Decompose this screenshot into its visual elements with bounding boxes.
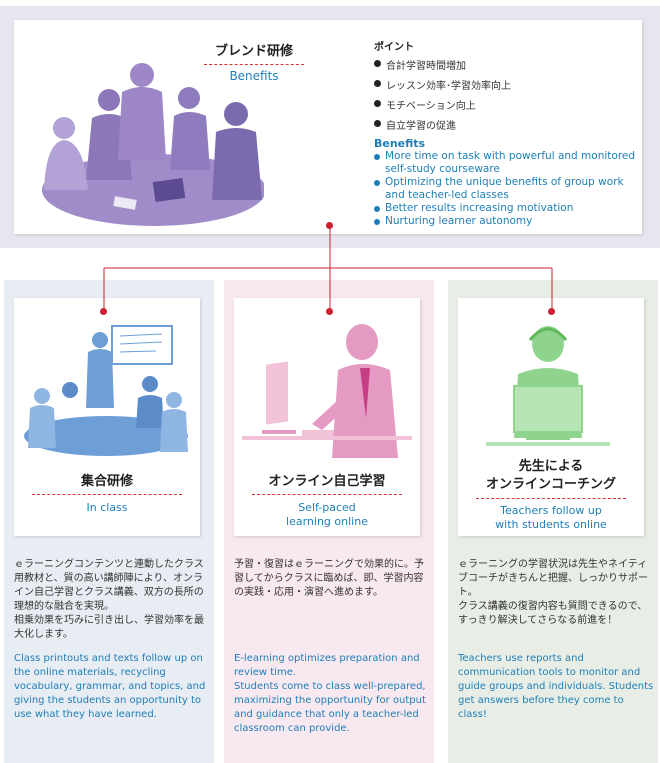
meeting-illustration [42, 63, 264, 226]
description-en-online-coaching: Teachers use reports and communication t… [458, 653, 654, 720]
card-subtitle-online-coaching: Teachers follow up with students online [495, 504, 607, 531]
point-jp-item: 自立学習の促進 [374, 117, 636, 132]
column-in-class: 集合研修 In class ｅラーニングコンテンツと連動したクラス用教材と、質の… [4, 280, 214, 763]
card-title-in-class: 集合研修 [80, 474, 133, 489]
card-divider [32, 494, 182, 495]
connector-dot [100, 308, 107, 315]
classroom-illustration [24, 325, 188, 456]
card-subtitle-in-class: In class [86, 501, 128, 514]
card-subtitle-self-paced: Self-paced learning online [286, 501, 368, 528]
top-subtitle: Benefits [204, 64, 304, 83]
description-en-self-paced: E-learning optimizes preparation and rev… [234, 653, 426, 734]
point-jp-item: レッスン効率･学習効率向上 [374, 77, 636, 92]
card-title-online-coaching: 先生による オンラインコーチング [485, 459, 616, 492]
connector-dot [326, 222, 333, 229]
description-jp-in-class: ｅラーニングコンテンツと連動したクラス用教材と、質の高い講師陣により、オンライン… [14, 559, 204, 640]
benefits-en-list: More time on task with powerful and moni… [374, 150, 636, 228]
card-title-self-paced: オンライン自己学習 [268, 474, 386, 489]
description-jp-online-coaching: ｅラーニングの学習状況は先生やネイティブコーチがきちんと把握、しっかりサポート。… [458, 559, 648, 626]
points-panel: ポイント 合計学習時間増加 レッスン効率･学習効率向上 モチベーション向上 自立… [374, 38, 636, 228]
card-divider [252, 494, 402, 495]
computer-user-illustration [242, 324, 412, 458]
card-in-class: 集合研修 In class [14, 298, 200, 536]
point-jp-item: 合計学習時間増加 [374, 57, 636, 72]
description-jp-self-paced: 予習・復習はｅラーニングで効果的に。予習してからクラスに臨めば、即、学習内容の実… [234, 559, 424, 598]
card-divider [476, 498, 626, 499]
benefit-en-item: Optimizing the unique benefits of group … [374, 176, 636, 202]
description-en-in-class: Class printouts and texts follow up on t… [14, 653, 206, 720]
column-online-coaching: 先生による オンラインコーチング Teachers follow up with… [448, 280, 658, 763]
benefit-en-item: Better results increasing motivation [374, 202, 636, 215]
benefit-en-item: More time on task with powerful and moni… [374, 150, 636, 176]
card-self-paced: オンライン自己学習 Self-paced learning online [234, 298, 420, 536]
points-heading: ポイント [374, 42, 414, 53]
connector-dot [326, 308, 333, 315]
blended-training-card: ブレンド研修 Benefits ポイント 合計学習時間増加 レッスン効率･学習効… [14, 20, 642, 234]
column-self-paced: オンライン自己学習 Self-paced learning online 予習・… [224, 280, 434, 763]
points-jp-list: 合計学習時間増加 レッスン効率･学習効率向上 モチベーション向上 自立学習の促進 [374, 57, 636, 132]
coach-headset-illustration [486, 326, 610, 446]
top-title: ブレンド研修 [214, 44, 293, 59]
benefit-en-item: Nurturing learner autonomy [374, 215, 636, 228]
benefits-heading: Benefits [374, 137, 426, 150]
point-jp-item: モチベーション向上 [374, 97, 636, 112]
connector-dot [548, 308, 555, 315]
card-online-coaching: 先生による オンラインコーチング Teachers follow up with… [458, 298, 644, 536]
